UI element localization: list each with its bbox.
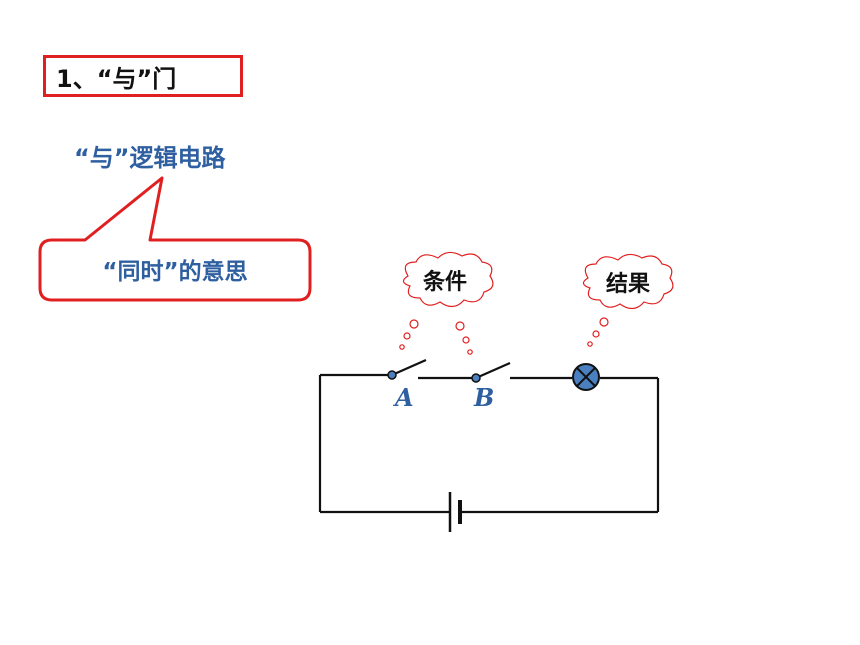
switch-b-label: B: [474, 383, 495, 412]
thought-cloud-conditions: [399, 251, 494, 355]
section-title: 1、“与”门: [43, 55, 243, 97]
callout-text: “同时”的意思: [102, 259, 248, 285]
switch-a[interactable]: [387, 358, 427, 380]
circuit-wires: [318, 373, 660, 514]
section-title-text: 1、“与”门: [56, 64, 177, 93]
subtitle: “与”逻辑电路: [74, 144, 226, 172]
battery-icon: [448, 492, 462, 532]
switch-b[interactable]: [471, 361, 511, 383]
thought-cloud-result: [582, 253, 674, 347]
switch-a-label: A: [395, 383, 414, 412]
thought-label-conditions: 条件: [422, 270, 467, 295]
lamp-icon: [572, 363, 600, 391]
callout-bubble: [38, 176, 312, 302]
thought-label-result: 结果: [605, 272, 650, 297]
